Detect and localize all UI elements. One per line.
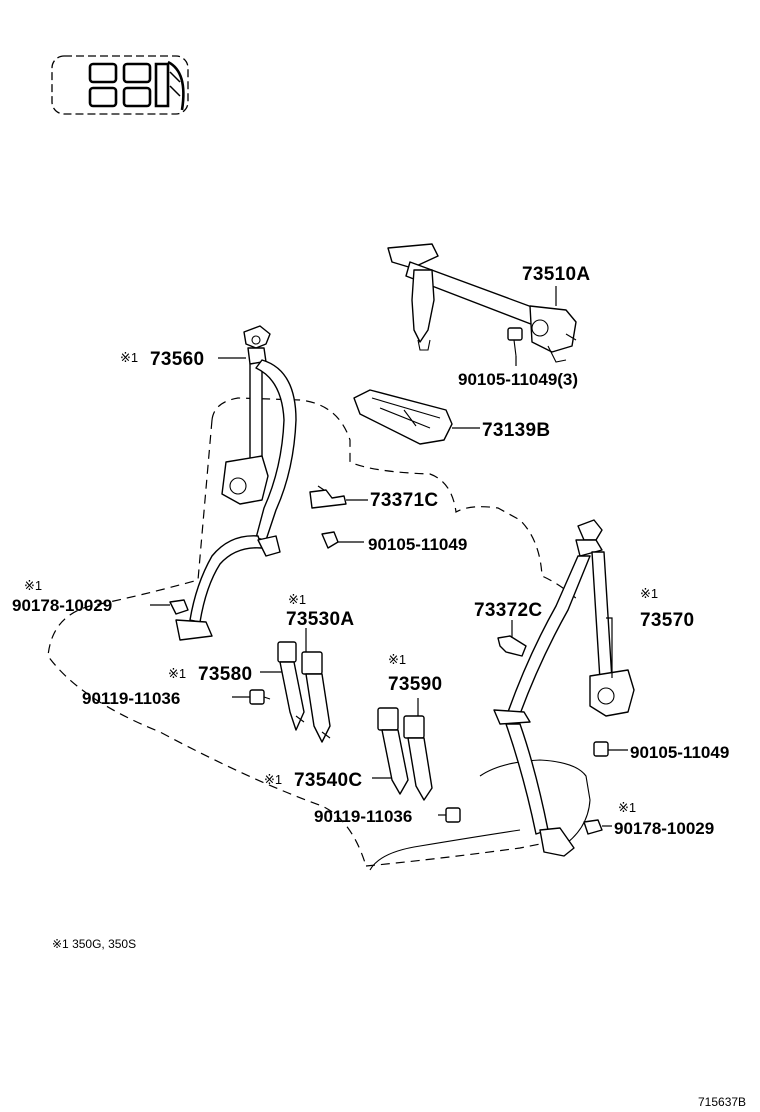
label-90178-10029-right: 90178-10029	[614, 819, 714, 838]
bolt-90119-11036-center	[445, 807, 461, 823]
label-90105-11049-3: 90105-11049(3)	[458, 370, 578, 389]
rear-seat-outline	[47, 397, 591, 871]
label-73372c: 73372C	[474, 600, 542, 621]
label-90178-10029-left: 90178-10029	[12, 596, 112, 615]
mark-73590: ※1	[388, 652, 406, 667]
part-73372c-clip	[497, 635, 527, 657]
part-73530a-buckle	[301, 651, 331, 743]
mark-90178-left: ※1	[24, 578, 42, 593]
bolt-90105-11049-left	[321, 531, 339, 549]
nut-90178-10029-left	[169, 599, 189, 615]
leader-lines	[150, 286, 628, 827]
label-73139b: 73139B	[482, 420, 550, 441]
bolt-90105-11049-right	[593, 741, 609, 757]
label-73540c: 73540C	[294, 770, 362, 791]
label-73580: 73580	[198, 664, 252, 685]
footnote: ※1 350G, 350S	[52, 937, 136, 951]
mark-73540c: ※1	[264, 772, 282, 787]
label-90119-11036-center: 90119-11036	[314, 807, 412, 826]
part-73560-left-outer-belt	[175, 325, 297, 641]
part-73590-buckle	[403, 715, 433, 801]
part-73371c-clip	[309, 485, 347, 509]
bolt-90119-11036-left	[249, 689, 271, 705]
mark-73580: ※1	[168, 666, 186, 681]
part-73580-buckle	[277, 641, 305, 731]
mark-73560: ※1	[120, 350, 138, 365]
mark-73570: ※1	[640, 586, 658, 601]
label-73560: 73560	[150, 349, 204, 370]
nut-90178-10029-right	[583, 819, 603, 835]
label-90105-11049-left: 90105-11049	[368, 535, 467, 554]
label-73590: 73590	[388, 674, 442, 695]
figure-id: 715637B	[698, 1095, 746, 1109]
mark-73530a: ※1	[288, 592, 306, 607]
label-73570: 73570	[640, 610, 694, 631]
label-73530a: 73530A	[286, 609, 354, 630]
mark-90178-right: ※1	[618, 800, 636, 815]
label-73510a: 73510A	[522, 264, 590, 285]
label-73371c: 73371C	[370, 490, 438, 511]
bolt-90105-11049-center	[507, 327, 523, 357]
part-73139b-cover	[353, 389, 453, 445]
label-90105-11049-right: 90105-11049	[630, 743, 729, 762]
seat-layout-icon	[51, 55, 189, 115]
part-73570-right-outer-belt	[493, 519, 635, 857]
label-90119-11036-left: 90119-11036	[82, 689, 180, 708]
part-73540c-buckle	[377, 707, 409, 795]
part-73510a-center-retractor	[387, 243, 577, 363]
